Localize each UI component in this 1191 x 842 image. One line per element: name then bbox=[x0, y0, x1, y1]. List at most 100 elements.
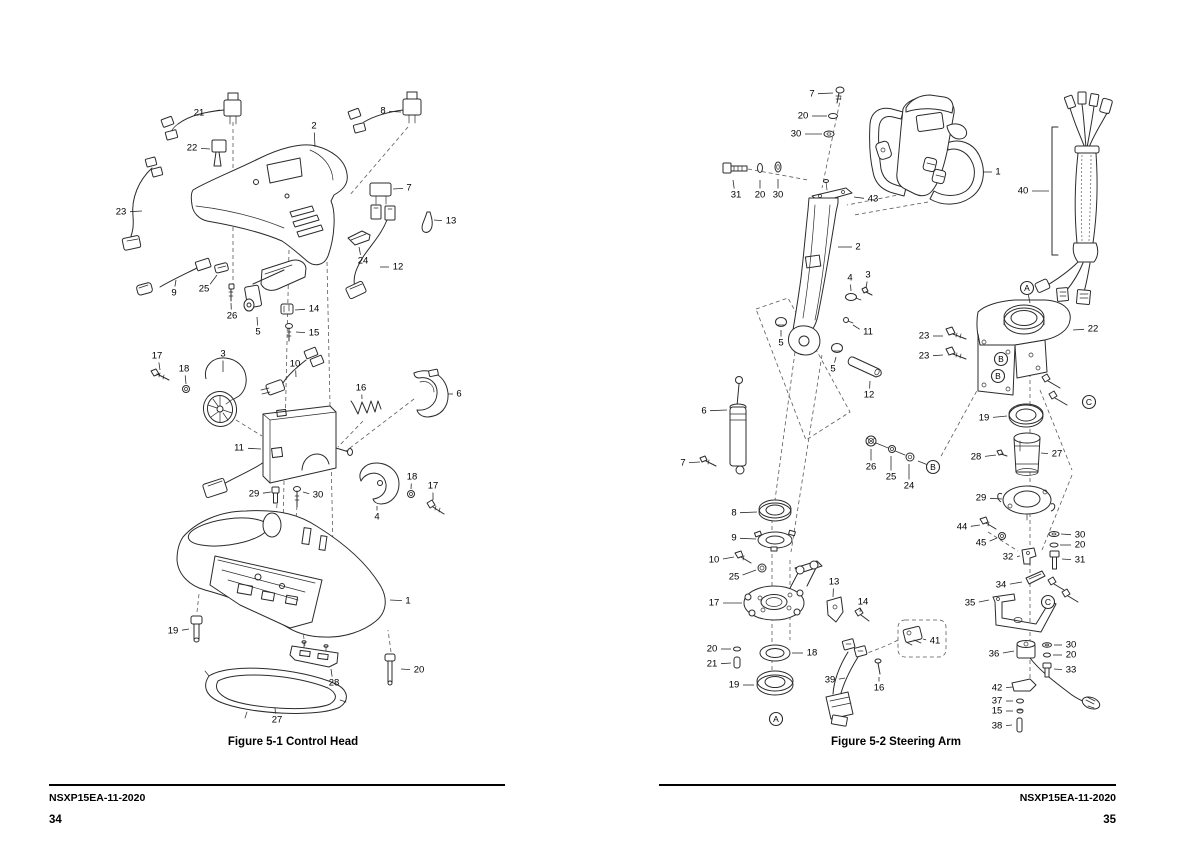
part-bracket-35 bbox=[992, 593, 1057, 633]
ref-letter: A bbox=[1024, 283, 1030, 293]
ref-letter: A bbox=[773, 714, 779, 724]
part-number-label: 8 bbox=[380, 106, 385, 117]
part-screw-19 bbox=[190, 615, 203, 643]
part-switch-7 bbox=[369, 182, 396, 221]
part-number-label: 16 bbox=[356, 383, 367, 394]
part-number-label: 39 bbox=[825, 675, 836, 686]
part-screw-23-lower bbox=[945, 346, 967, 360]
part-cable-9 bbox=[136, 257, 212, 296]
part-number-label: 14 bbox=[858, 597, 869, 608]
part-washer-20-stack bbox=[1049, 542, 1059, 548]
part-number-label: 1 bbox=[995, 167, 1000, 178]
part-number-label: 14 bbox=[309, 304, 320, 315]
part-cap-24 bbox=[347, 230, 371, 246]
part-guard-6 bbox=[413, 368, 449, 418]
part-screw-14 bbox=[854, 607, 870, 622]
callout-leader bbox=[1040, 452, 1049, 454]
part-number-label: 10 bbox=[290, 359, 301, 370]
part-number-label: 3 bbox=[220, 349, 225, 360]
part-number-label: 9 bbox=[171, 288, 176, 299]
callout-leader bbox=[207, 109, 221, 113]
part-cable-39 bbox=[825, 638, 868, 727]
part-number-label: 32 bbox=[1003, 552, 1014, 563]
part-wheel-3 bbox=[202, 357, 247, 427]
callout-leader bbox=[709, 409, 728, 412]
part-number-label: 41 bbox=[930, 636, 941, 647]
part-number-label: 36 bbox=[989, 649, 1000, 660]
callout-leader bbox=[433, 219, 443, 221]
part-top-cover bbox=[190, 144, 348, 266]
ref-letter: B bbox=[930, 462, 936, 472]
part-number-label: 29 bbox=[976, 493, 987, 504]
callout-leader bbox=[388, 111, 402, 113]
callout-leader bbox=[739, 537, 757, 540]
part-cable-10 bbox=[260, 346, 325, 396]
part-nut-25-lower bbox=[757, 563, 767, 573]
callout-leader bbox=[722, 556, 735, 560]
part-number-label: 12 bbox=[393, 262, 404, 273]
callout-leader bbox=[392, 188, 404, 190]
part-number-label: 10 bbox=[709, 555, 720, 566]
ref-letter-circle bbox=[990, 368, 1006, 384]
part-number-label: 13 bbox=[446, 216, 457, 227]
part-number-label: 43 bbox=[868, 194, 879, 205]
part-screw-7-lower bbox=[699, 455, 717, 467]
callout-leader bbox=[184, 375, 187, 385]
part-pin-12 bbox=[847, 356, 882, 378]
callout-leader bbox=[358, 246, 361, 255]
ref-letter: B bbox=[995, 371, 1001, 381]
part-number-label: 20 bbox=[798, 111, 809, 122]
part-number-label: 18 bbox=[807, 648, 818, 659]
part-number-label: 45 bbox=[976, 538, 987, 549]
part-number-label: 23 bbox=[919, 351, 930, 362]
part-number-label: 19 bbox=[168, 626, 179, 637]
part-number-label: 29 bbox=[249, 489, 260, 500]
callout-leader bbox=[739, 511, 758, 514]
callout-leader bbox=[274, 707, 276, 714]
callout-leader bbox=[295, 331, 306, 333]
part-number-label: 31 bbox=[731, 190, 742, 201]
callout-leader bbox=[181, 628, 190, 631]
part-number-label: 35 bbox=[965, 598, 976, 609]
part-number-label: 2 bbox=[855, 242, 860, 253]
part-number-label: 19 bbox=[979, 413, 990, 424]
part-number-label: 1 bbox=[405, 596, 410, 607]
part-washer-30-top bbox=[823, 130, 835, 138]
part-number-label: 18 bbox=[407, 472, 418, 483]
part-number-label: 5 bbox=[830, 364, 835, 375]
part-housing-22 bbox=[976, 299, 1071, 396]
part-number-label: 20 bbox=[755, 190, 766, 201]
callout-leader bbox=[1061, 558, 1072, 560]
part-washer-18-left bbox=[182, 385, 190, 393]
part-screw-17-right bbox=[426, 499, 445, 515]
part-washer-20-left bbox=[757, 163, 763, 173]
part-plate-9 bbox=[753, 529, 796, 552]
part-number-label: 44 bbox=[957, 522, 968, 533]
part-nut-15 bbox=[1016, 708, 1024, 714]
part-number-label: 23 bbox=[116, 207, 127, 218]
part-switch-41 bbox=[897, 619, 947, 658]
part-bellcrank-4 bbox=[359, 462, 400, 505]
callout-leader bbox=[313, 132, 316, 148]
part-gas-spring-6 bbox=[729, 376, 747, 475]
part-number-label: 28 bbox=[329, 678, 340, 689]
part-number-label: 21 bbox=[707, 659, 718, 670]
part-washer-25-mid bbox=[888, 445, 896, 453]
part-screw-20 bbox=[384, 653, 396, 686]
part-bearing-19-upper bbox=[1008, 403, 1044, 428]
part-handle-head-1 bbox=[869, 94, 984, 205]
callout-leader bbox=[302, 491, 310, 495]
part-number-label: 26 bbox=[227, 311, 238, 322]
callout-leader bbox=[129, 210, 143, 213]
part-number-label: 11 bbox=[863, 327, 873, 338]
part-base-frame-1 bbox=[176, 510, 386, 638]
part-number-label: 24 bbox=[358, 256, 369, 267]
part-plate-42 bbox=[1011, 678, 1037, 692]
part-screws-c2 bbox=[1047, 576, 1079, 603]
part-number-label: 30 bbox=[1075, 530, 1086, 541]
part-number-label: 25 bbox=[886, 472, 897, 483]
part-number-label: 20 bbox=[414, 665, 425, 676]
part-number-label: 20 bbox=[1075, 540, 1086, 551]
ref-letter-circle bbox=[768, 711, 784, 727]
